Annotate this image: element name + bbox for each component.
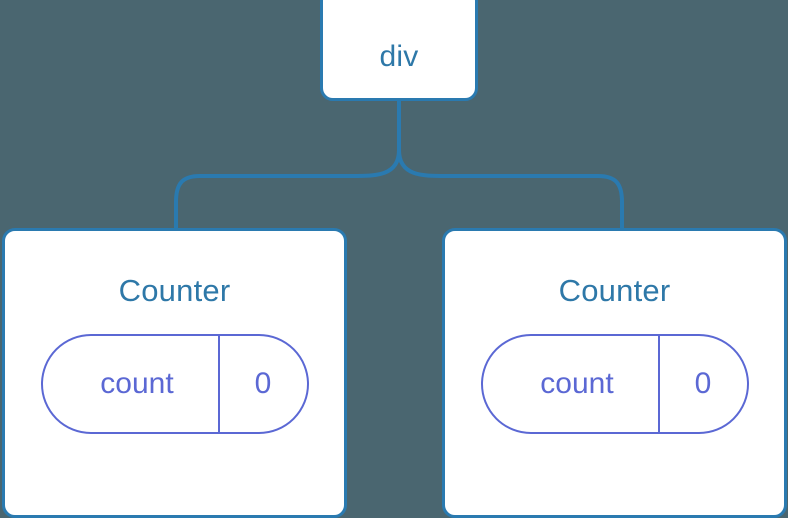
- state-pill-right[interactable]: count 0: [480, 334, 749, 434]
- node-div[interactable]: div: [320, 0, 478, 101]
- edge-to-counter-right: [397, 149, 624, 230]
- state-pill-left[interactable]: count 0: [40, 334, 309, 434]
- node-counter-right[interactable]: Counter count 0: [442, 228, 787, 518]
- node-div-label: div: [379, 40, 419, 73]
- edge-to-counter-left: [174, 149, 401, 230]
- node-counter-left[interactable]: Counter count 0: [2, 228, 347, 518]
- node-counter-left-label: Counter: [118, 273, 231, 308]
- node-counter-right-label: Counter: [558, 273, 671, 308]
- state-value-right: 0: [657, 336, 747, 432]
- state-value-left: 0: [217, 336, 307, 432]
- state-key-left: count: [100, 367, 174, 400]
- state-key-right: count: [540, 367, 614, 400]
